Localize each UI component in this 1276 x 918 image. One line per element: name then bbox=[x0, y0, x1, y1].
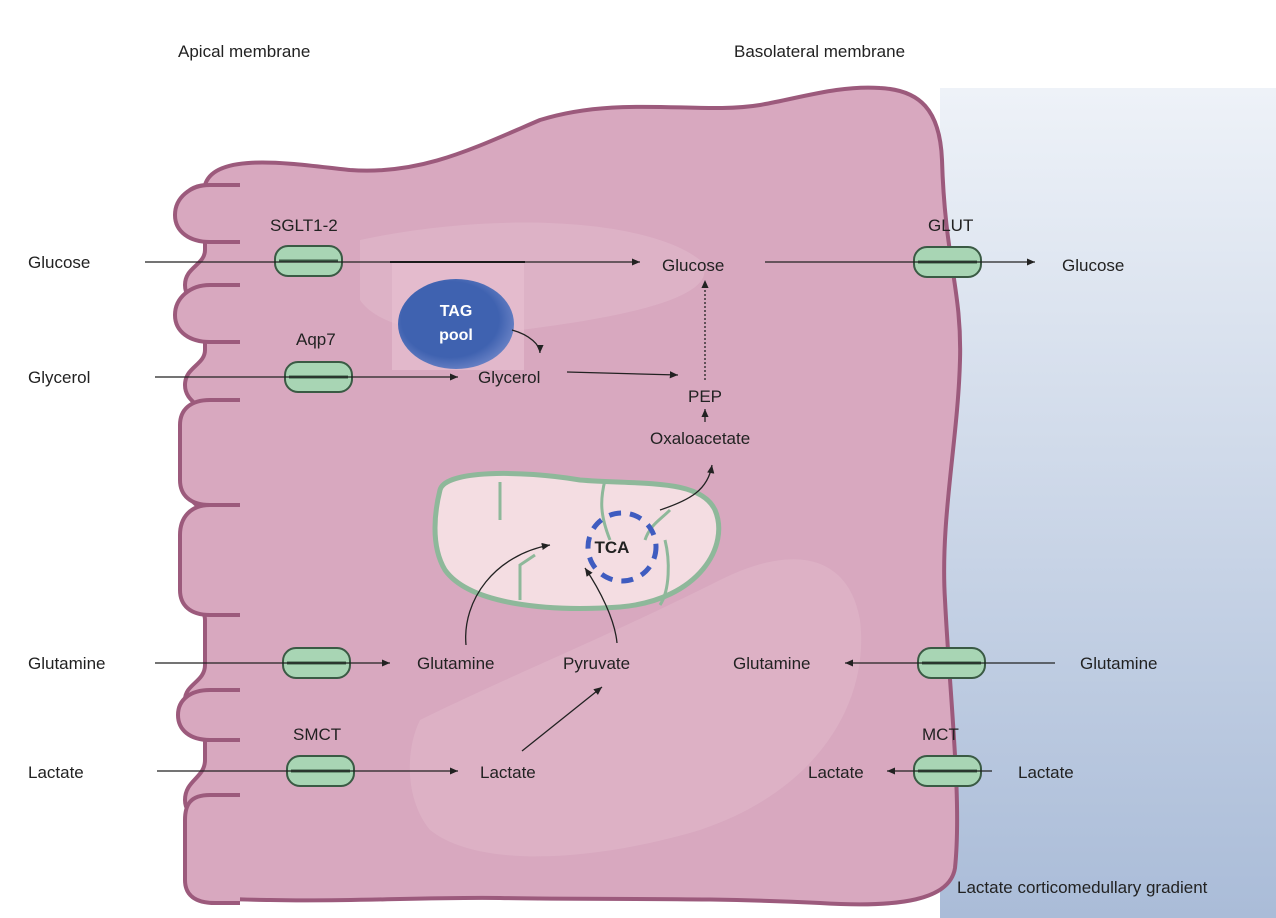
apical-glucose-label: Glucose bbox=[28, 253, 90, 272]
flux-arrows bbox=[145, 258, 1055, 775]
oxaloacetate-label: Oxaloacetate bbox=[650, 429, 750, 448]
apical-microvilli bbox=[172, 183, 240, 905]
mitochondrion bbox=[432, 470, 722, 611]
glut-label: GLUT bbox=[928, 216, 973, 235]
basolateral-glucose-label: Glucose bbox=[1062, 256, 1124, 275]
apical-membrane-header: Apical membrane bbox=[178, 42, 310, 61]
intracellular-glutamine-right-label: Glutamine bbox=[733, 654, 810, 673]
arrow-glutamine-to-tca bbox=[465, 542, 551, 646]
arrow-lactate-to-pyruvate bbox=[521, 686, 603, 752]
intracellular-glutamine-left-label: Glutamine bbox=[417, 654, 494, 673]
smct-label: SMCT bbox=[293, 725, 341, 744]
gradient-label: Lactate corticomedullary gradient bbox=[957, 878, 1208, 897]
tag-pool-label-line1: TAG bbox=[440, 303, 473, 320]
apical-glycerol-label: Glycerol bbox=[28, 368, 90, 387]
tca-label: TCA bbox=[595, 538, 630, 557]
basolateral-glutamine-label: Glutamine bbox=[1080, 654, 1157, 673]
intracellular-lactate-right-label: Lactate bbox=[808, 763, 864, 782]
intracellular-lactate-left-label: Lactate bbox=[480, 763, 536, 782]
arrow-tca-to-oxaloacetate bbox=[659, 464, 715, 511]
transporter-sglt bbox=[274, 245, 343, 277]
cytoplasm-highlight-lower bbox=[409, 559, 862, 857]
basolateral-membrane-header: Basolateral membrane bbox=[734, 42, 905, 61]
basolateral-lactate-label: Lactate bbox=[1018, 763, 1074, 782]
pep-label: PEP bbox=[688, 387, 722, 406]
sglt-label: SGLT1-2 bbox=[270, 216, 338, 235]
arrow-glycerol-to-pep bbox=[566, 371, 679, 379]
arrow-pyruvate-to-tca bbox=[584, 567, 618, 644]
apical-glutamine-label: Glutamine bbox=[28, 654, 105, 673]
tca-cycle-ring bbox=[585, 510, 659, 584]
corticomedullary-gradient-background bbox=[940, 88, 1276, 918]
tag-pool-label-line2: pool bbox=[439, 327, 473, 344]
arrow-tag-to-glycerol bbox=[511, 329, 544, 354]
intracellular-glycerol-label: Glycerol bbox=[478, 368, 540, 387]
pyruvate-label: Pyruvate bbox=[563, 654, 630, 673]
mct-label: MCT bbox=[922, 725, 959, 744]
intracellular-glucose-label: Glucose bbox=[662, 256, 724, 275]
apical-lactate-label: Lactate bbox=[28, 763, 84, 782]
aqp-label: Aqp7 bbox=[296, 330, 336, 349]
tag-pool-droplet bbox=[398, 279, 514, 369]
